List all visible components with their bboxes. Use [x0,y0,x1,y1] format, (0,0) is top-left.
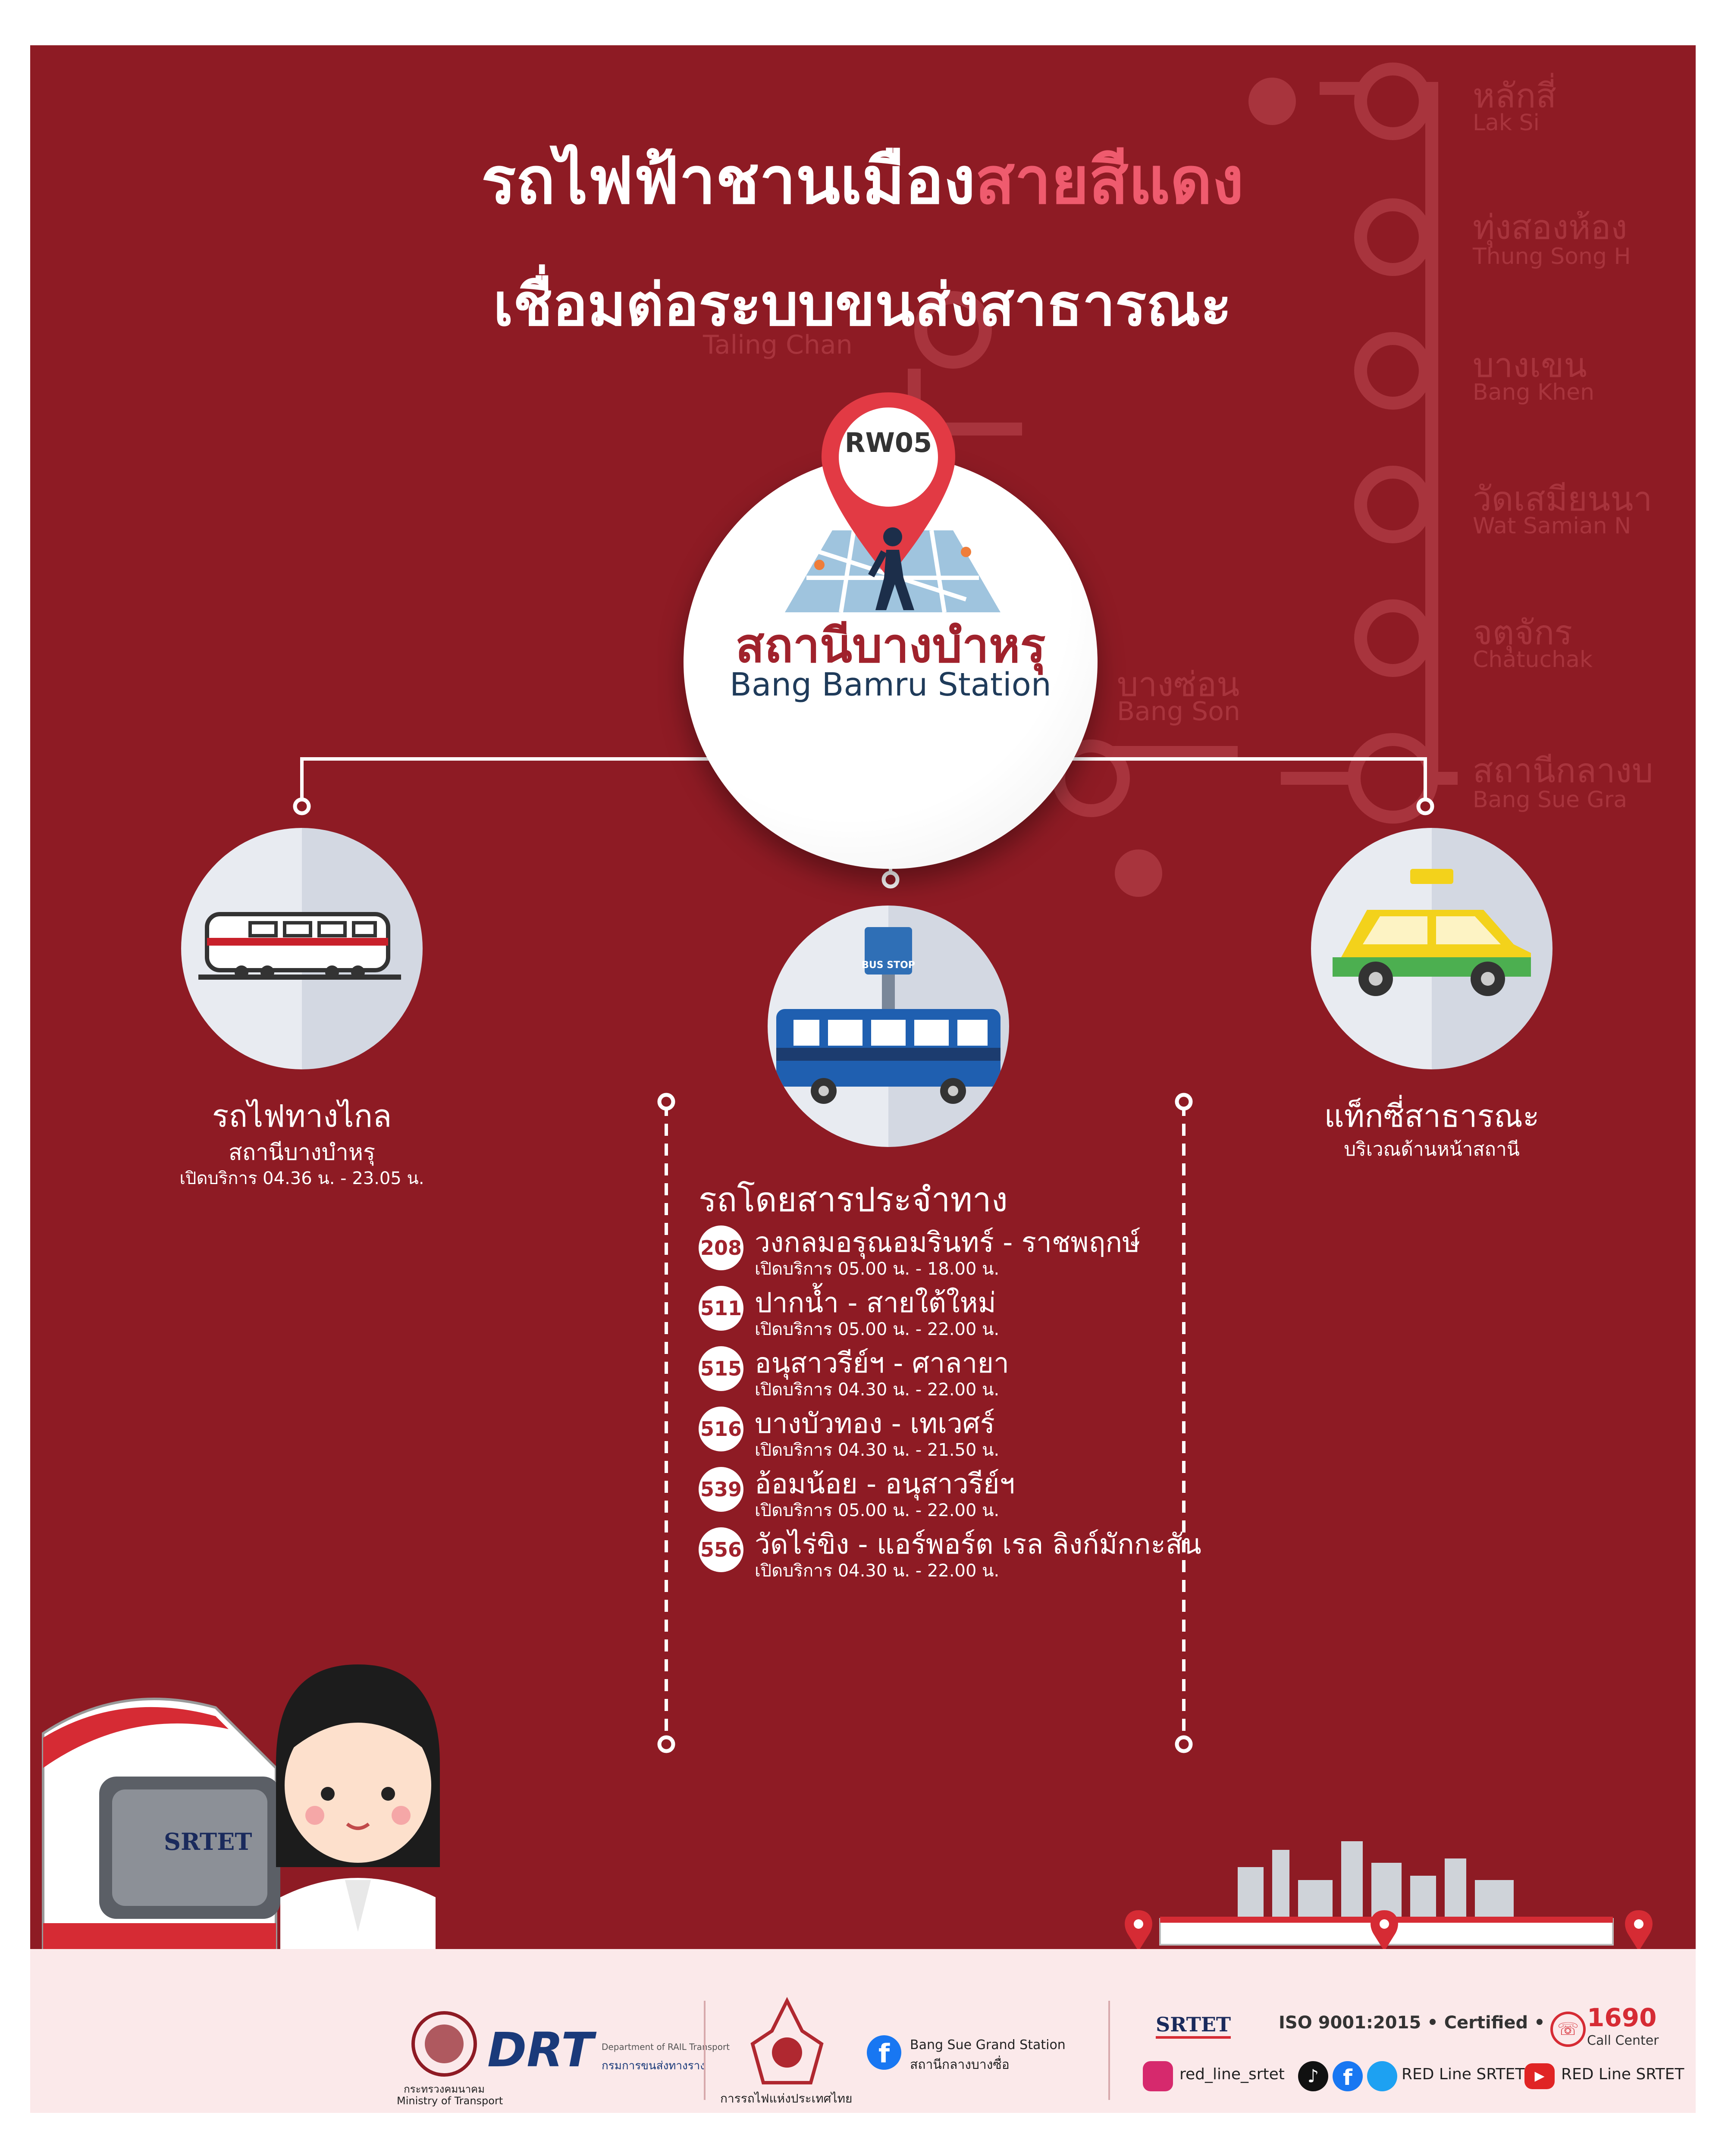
social-handle[interactable]: RED Line SRTET [1402,2065,1525,2083]
bus-route: 208 วงกลมอรุณอมรินทร์ - ราชพฤกษ์ เปิดบริ… [699,1220,1302,1281]
facebook-icon[interactable]: f [867,2035,901,2070]
route-number: 511 [699,1286,743,1331]
route-number: 208 [699,1225,743,1270]
taxi-location: บริเวณด้านหน้าสถานี [1344,1138,1520,1160]
page-subtitle: เชื่อมต่อระบบขนส่งสาธารณะ [493,271,1232,339]
bg-station-th: สถานีกลางบ [1473,752,1653,790]
srt-emblem-icon [750,1997,824,2084]
drt-name-en: Department of RAIL Transport [602,2042,730,2052]
city-skyline-illustration [1125,1841,1653,1951]
route-name: วงกลมอรุณอมรินทร์ - ราชพฤกษ์ [755,1227,1141,1259]
tiktok-icon[interactable]: ♪ [1298,2061,1328,2091]
route-name: อ้อมน้อย - อนุสาวรีย์ฯ [755,1468,1015,1500]
train-station: สถานีบางบำหรุ [229,1140,375,1166]
route-name: บางบัวทอง - เทเวศร์ [755,1408,995,1440]
srtet-logo: SRTET [1156,2013,1231,2039]
route-hours: เปิดบริการ 05.00 น. - 18.00 น. [755,1259,1000,1279]
bg-station-en: Bang Son [1117,696,1240,727]
bg-station-th: จตุจักร [1473,614,1573,652]
youtube-icon[interactable]: ▶ [1524,2063,1555,2089]
bus-route: 516 บางบัวทอง - เทเวศร์ เปิดบริการ 04.30… [699,1401,1302,1462]
route-hours: เปิดบริการ 04.30 น. - 22.00 น. [755,1380,1000,1400]
page-title: รถไฟฟ้าชานเมืองสายสีแดง [0,129,1725,232]
route-number: 539 [699,1467,743,1512]
bus-title: รถโดยสารประจำทาง [699,1181,1008,1219]
train-logo: SRTET [164,1828,252,1855]
bus-stop-sign: BUS STOP [862,960,915,971]
train-node [181,828,423,1069]
bg-station-en: Lak Si [1473,110,1540,136]
walking-person-icon [868,527,914,610]
iso-certified: ISO 9001:2015 • Certified • [1279,2013,1545,2033]
taxi-title: แท็กซี่สาธารณะ [1324,1098,1540,1134]
bg-station-en: Thung Song H [1473,244,1631,270]
call-center-label: Call Center [1587,2033,1659,2048]
route-name: วัดไร่ขิง - แอร์พอร์ต เรล ลิงก์มักกะสัน [755,1529,1201,1561]
footer-divider [1108,2001,1110,2100]
bus-route: 539 อ้อมน้อย - อนุสาวรีย์ฯ เปิดบริการ 05… [699,1462,1302,1522]
bg-station-en: Taling Chan [703,330,853,360]
station-code: RW05 [844,427,932,458]
footer-bar [30,1949,1696,2113]
station-name-en: Bang Bamru Station [730,666,1051,703]
phone-icon: ☏ [1550,2012,1586,2047]
route-hours: เปิดบริการ 05.00 น. - 22.00 น. [755,1501,1000,1520]
route-number: 516 [699,1407,743,1451]
route-hours: เปิดบริการ 04.30 น. - 22.00 น. [755,1561,1000,1581]
instagram-icon[interactable] [1143,2061,1173,2091]
twitter-icon[interactable] [1367,2061,1397,2091]
location-pin-icon [822,392,955,578]
drt-name-th: กรมการขนส่งทางราง [602,2059,706,2072]
route-hours: เปิดบริการ 04.30 น. - 21.50 น. [755,1440,1000,1460]
mot-name-th: กระทรวงคมนาคม [404,2083,485,2095]
bus-route: 511 ปากน้ำ - สายใต้ใหม่ เปิดบริการ 05.00… [699,1281,1302,1341]
station-name-th: สถานีบางบำหรุ [735,618,1046,673]
bus-node: BUS STOP [768,906,1009,1147]
title-text: รถไฟฟ้าชานเมือง [481,144,975,219]
drt-logo: DRT [487,2022,594,2078]
mot-seal-icon [411,2011,477,2077]
bus-icon: BUS STOP [776,927,1000,1104]
route-number: 556 [699,1527,743,1572]
footer-divider [704,2001,706,2100]
bg-station-th: บางเขน [1473,346,1587,385]
bus-route: 556 วัดไร่ขิง - แอร์พอร์ต เรล ลิงก์มักกะ… [699,1522,1302,1583]
bg-station-th: บางซ่อน [1117,665,1240,704]
mot-name-en: Ministry of Transport [397,2095,503,2107]
bg-station-th: วัดเสมียนนา [1473,480,1653,519]
instagram-handle[interactable]: red_line_srtet [1179,2065,1285,2083]
bg-station-th: ทุ่งสองห้อง [1473,208,1628,247]
train-hours: เปิดบริการ 04.36 น. - 23.05 น. [179,1169,424,1188]
call-center-number[interactable]: 1690 [1587,2003,1657,2032]
youtube-channel[interactable]: RED Line SRTET [1561,2065,1684,2083]
bg-station-en: Wat Samian N [1473,513,1631,539]
taxi-icon [1333,869,1531,996]
route-hours: เปิดบริการ 05.00 น. - 22.00 น. [755,1319,1000,1339]
train-title: รถไฟทางไกล [212,1098,392,1134]
background-line-map [850,63,1458,897]
route-name: ปากน้ำ - สายใต้ใหม่ [755,1287,996,1319]
title-highlight: สายสีแดง [975,144,1244,219]
bg-station-th: หลักสี่ [1473,77,1557,116]
taxi-node [1311,828,1552,1069]
train-icon [198,912,401,980]
route-name: อนุสาวรีย์ฯ - ศาลายา [755,1348,1009,1379]
bg-station-en: Chatuchak [1473,647,1593,673]
bg-station-en: Bang Sue Gra [1473,787,1628,813]
facebook-icon[interactable]: f [1333,2061,1363,2091]
facebook-page-name[interactable]: Bang Sue Grand Station [910,2037,1066,2053]
bus-route: 515 อนุสาวรีย์ฯ - ศาลายา เปิดบริการ 04.3… [699,1341,1302,1401]
srt-name: การรถไฟแห่งประเทศไทย [720,2091,853,2106]
facebook-page-name-th[interactable]: สถานีกลางบางซื่อ [910,2057,1010,2072]
route-number: 515 [699,1346,743,1391]
bg-station-en: Bang Khen [1473,379,1595,405]
